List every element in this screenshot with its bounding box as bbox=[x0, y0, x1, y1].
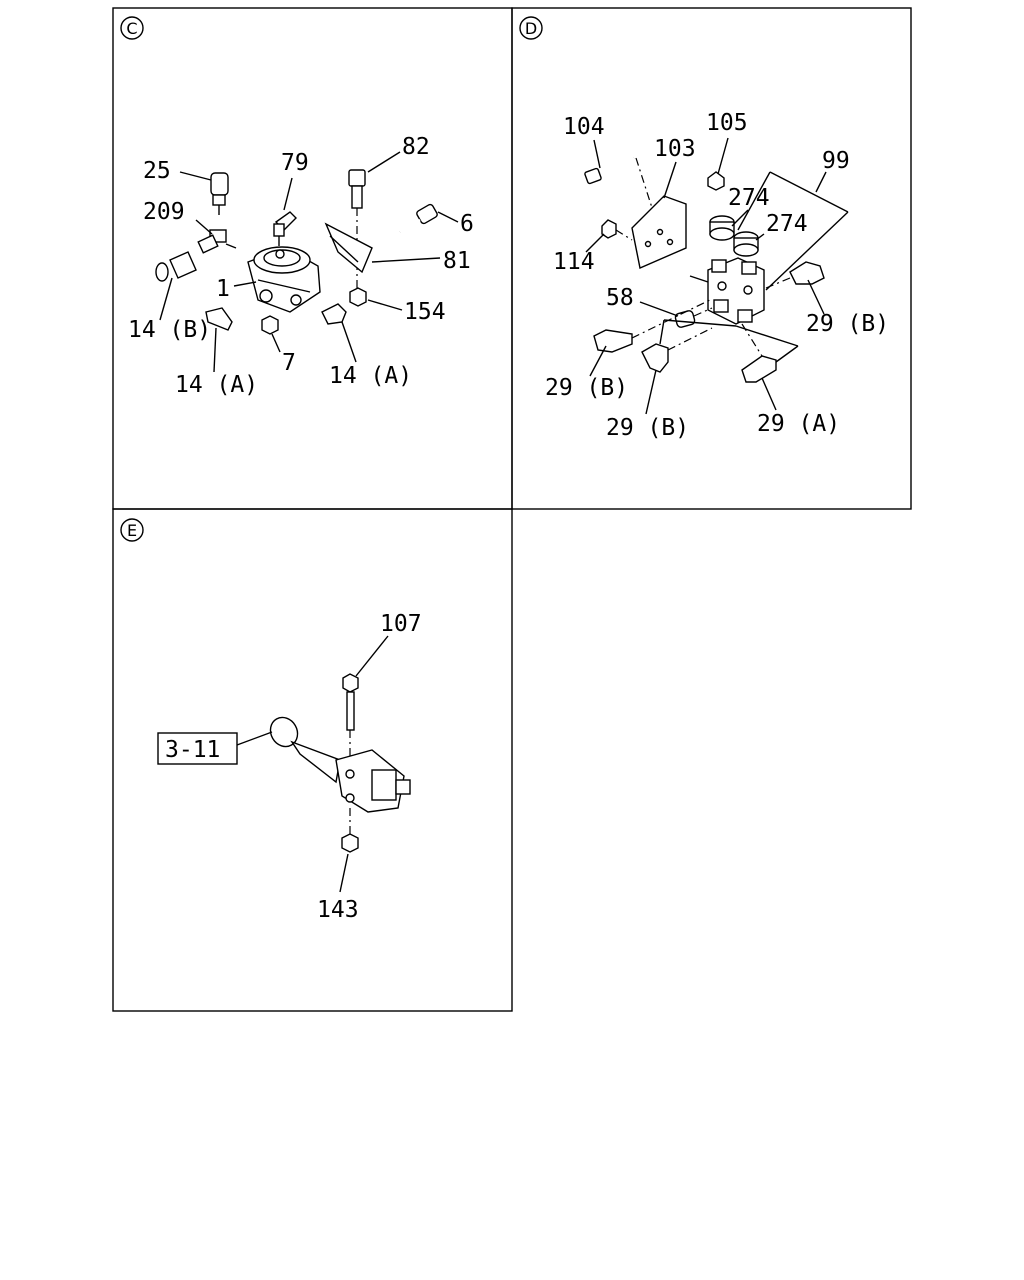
part-25-sensor bbox=[210, 172, 229, 215]
part-58-plug bbox=[674, 307, 713, 328]
label-7: 7 bbox=[282, 350, 296, 376]
panel-e-leaders bbox=[236, 635, 389, 893]
label-29b-bottom: 29 (B) bbox=[606, 415, 689, 441]
panel-e-letter: E bbox=[127, 521, 137, 540]
part-103-bracket bbox=[631, 195, 687, 269]
label-103: 103 bbox=[654, 136, 696, 162]
panel-c: C bbox=[120, 16, 474, 398]
part-99-manifold bbox=[689, 257, 765, 325]
part-209-tee bbox=[197, 229, 237, 254]
bracket-99 bbox=[737, 171, 849, 291]
part-274-cap-b bbox=[733, 231, 759, 257]
part-7-nut bbox=[261, 315, 279, 335]
label-82: 82 bbox=[402, 134, 430, 160]
label-14a-left: 14 (A) bbox=[175, 372, 258, 398]
part-29b-right-fitting bbox=[789, 261, 825, 285]
panel-d-leaders bbox=[585, 137, 825, 415]
label-274-a: 274 bbox=[728, 185, 770, 211]
part-14a-right-elbow bbox=[321, 303, 347, 325]
label-58: 58 bbox=[606, 285, 634, 311]
part-29b-left-fitting bbox=[593, 329, 633, 353]
part-114-nut bbox=[601, 219, 617, 239]
part-105-nut bbox=[707, 171, 725, 191]
ref-box-3-11 bbox=[157, 732, 238, 765]
panel-d-letter: D bbox=[525, 19, 537, 38]
label-114: 114 bbox=[553, 249, 595, 275]
part-114-axis bbox=[615, 229, 633, 241]
label-143: 143 bbox=[317, 897, 359, 923]
label-99: 99 bbox=[822, 148, 850, 174]
part-29-axis-bottom bbox=[667, 327, 713, 351]
label-107: 107 bbox=[380, 611, 422, 637]
label-14a-right: 14 (A) bbox=[329, 363, 412, 389]
part-104-bolt bbox=[584, 156, 655, 215]
part-29b-bottom-fitting bbox=[641, 343, 669, 373]
label-105: 105 bbox=[706, 110, 748, 136]
label-6: 6 bbox=[460, 211, 474, 237]
panel-c-marker bbox=[120, 16, 144, 40]
part-14a-left-elbow bbox=[205, 307, 233, 331]
part-154-nut bbox=[349, 287, 367, 307]
panel-d-marker bbox=[519, 16, 543, 40]
part-79-elbow bbox=[273, 211, 297, 246]
part-14b-fitting bbox=[155, 251, 197, 282]
panel-e-frame bbox=[112, 508, 513, 1012]
label-25: 25 bbox=[143, 158, 171, 184]
part-29a-fitting bbox=[741, 355, 777, 383]
panel-d-frame bbox=[511, 7, 912, 510]
panel-c-leaders bbox=[159, 151, 459, 373]
part-shift-lever-assembly bbox=[269, 716, 411, 813]
label-79: 79 bbox=[281, 150, 309, 176]
part-1-valve-body bbox=[247, 246, 321, 313]
bracket-29-lower bbox=[659, 319, 799, 363]
part-81-bracket bbox=[324, 222, 373, 274]
label-104: 104 bbox=[563, 114, 605, 140]
part-107-bolt bbox=[342, 673, 359, 766]
label-29b-right: 29 (B) bbox=[806, 311, 889, 337]
part-143-nut bbox=[341, 808, 359, 853]
part-29-axis-left bbox=[631, 299, 711, 339]
part-274-cap-a bbox=[709, 215, 735, 241]
part-6-screw bbox=[399, 203, 438, 234]
label-209: 209 bbox=[143, 199, 185, 225]
label-1: 1 bbox=[216, 276, 230, 302]
panel-e-marker bbox=[120, 518, 144, 542]
label-14b: 14 (B) bbox=[128, 317, 211, 343]
label-3-11: 3-11 bbox=[165, 737, 220, 763]
label-274-b: 274 bbox=[766, 211, 808, 237]
panel-e: E 3-11 107 bbox=[120, 518, 422, 923]
panel-d: D bbox=[519, 16, 889, 441]
label-81: 81 bbox=[443, 248, 471, 274]
label-154: 154 bbox=[404, 299, 446, 325]
panel-c-letter: C bbox=[126, 19, 137, 38]
label-29b-left: 29 (B) bbox=[545, 375, 628, 401]
label-29a: 29 (A) bbox=[757, 411, 840, 437]
